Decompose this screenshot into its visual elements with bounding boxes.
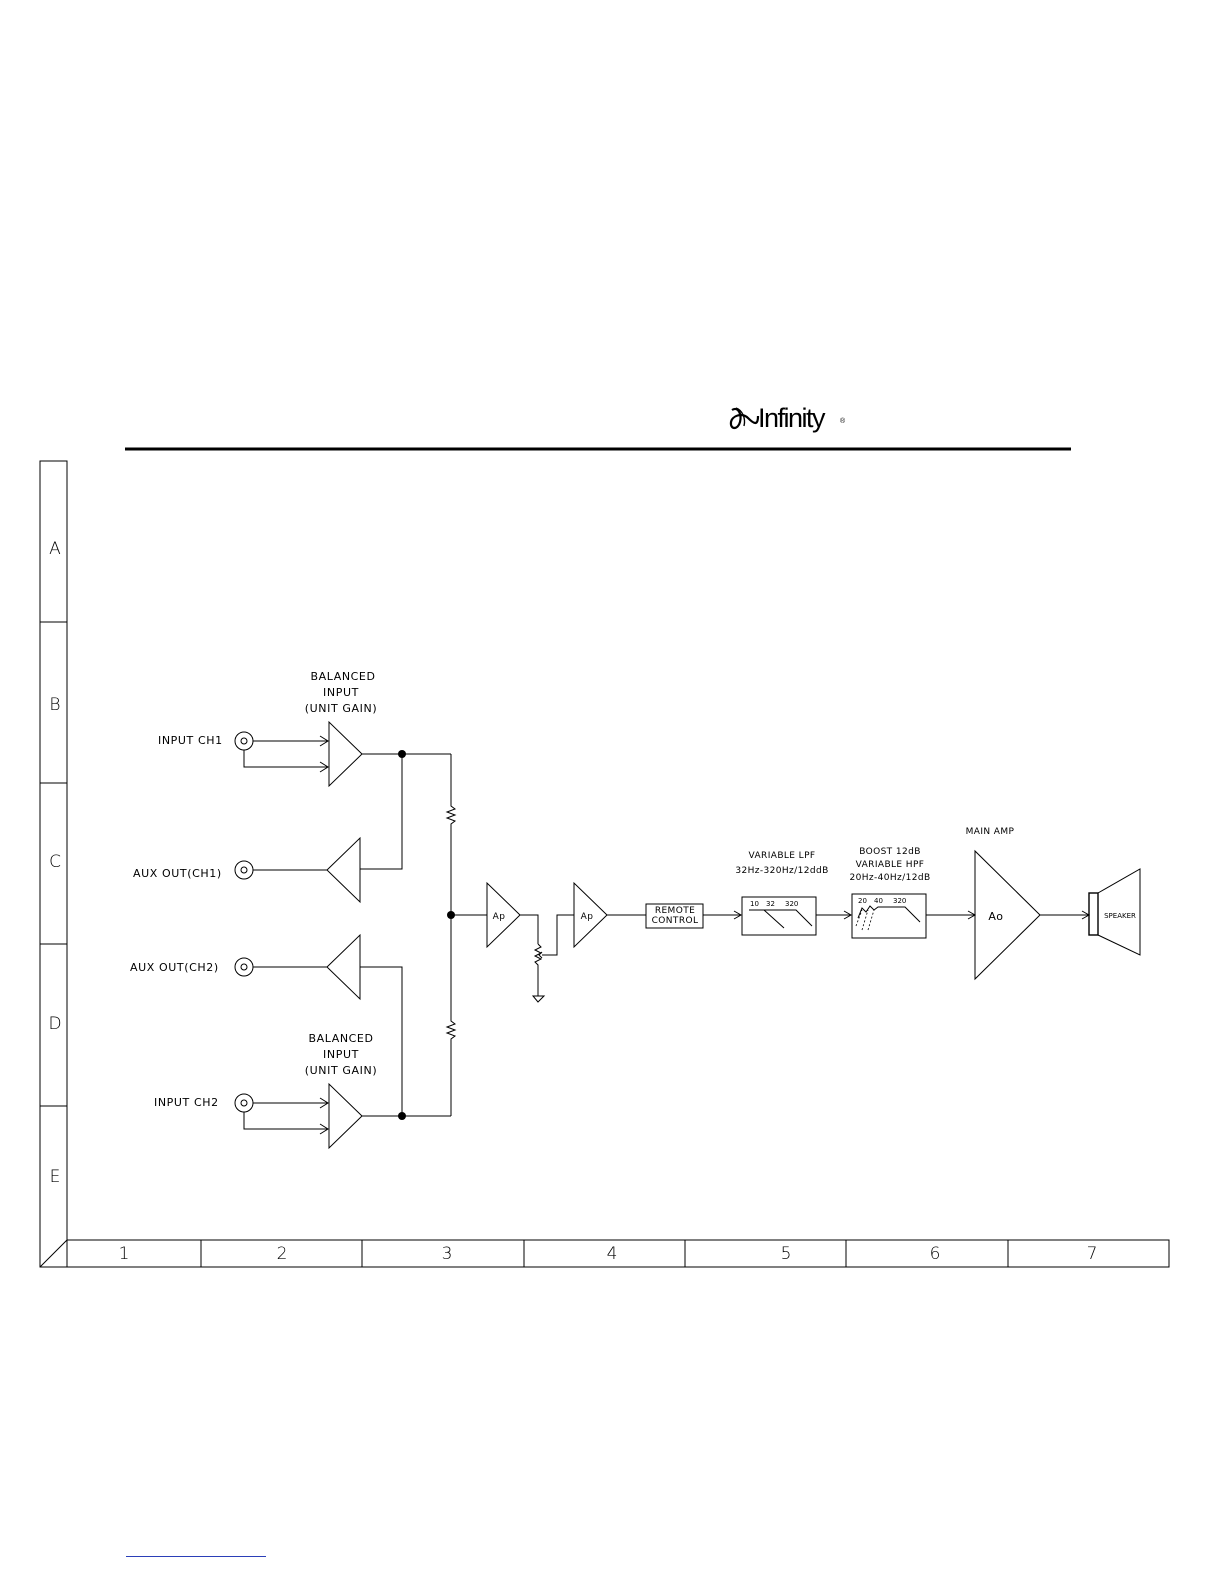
grid-col-3: 3 (442, 1244, 453, 1264)
hpf-tick-320: 320 (893, 897, 906, 905)
arrow-icon (539, 952, 542, 958)
main-amp (975, 851, 1040, 979)
remote-line2: CONTROL (652, 916, 699, 926)
rca-jack-aux1-icon (235, 861, 253, 879)
balanced-top-line3: (UNIT GAIN) (305, 702, 377, 715)
lpf-tick-320: 320 (785, 900, 798, 908)
balanced-bottom-line1: BALANCED (308, 1032, 373, 1045)
grid-row-d: D (48, 1014, 61, 1034)
lpf-tick-32: 32 (766, 900, 775, 908)
ch2-cold-wire (244, 1112, 328, 1129)
grid-col-2: 2 (277, 1244, 288, 1264)
grid-col-4: 4 (607, 1244, 618, 1264)
grid-row-c: C (49, 852, 61, 872)
rca-jack-ch2-icon (235, 1094, 253, 1112)
speaker-label: SPEAKER (1104, 912, 1136, 920)
volume-potentiometer (535, 944, 541, 994)
aux-out-ch1-label: AUX OUT(CH1) (133, 867, 222, 880)
aux2-buffer-amp (327, 935, 360, 999)
balanced-bottom-line3: (UNIT GAIN) (305, 1064, 377, 1077)
hpf-curve (858, 906, 920, 922)
ap2-label: Ap (581, 912, 594, 922)
grid-row-a: A (49, 539, 61, 559)
wiper-wire (549, 915, 574, 955)
hpf-title-line2: VARIABLE HPF (856, 860, 925, 870)
grid-col-6: 6 (930, 1244, 941, 1264)
footer-link-underline[interactable] (126, 1556, 266, 1557)
junction-dot (398, 1112, 406, 1120)
balanced-top-line1: BALANCED (310, 670, 375, 683)
rca-jack-ch1-icon (235, 732, 253, 750)
hpf-title-line3: 20Hz-40Hz/12dB (849, 873, 930, 883)
hpf-tick-40: 40 (874, 897, 883, 905)
pot-wire (520, 915, 538, 944)
rca-jack-aux2-icon (235, 958, 253, 976)
remote-line1: REMOTE (655, 906, 695, 916)
grid-row-b: B (49, 695, 60, 715)
lpf-title-line2: 32Hz-320Hz/12ddB (735, 866, 828, 876)
ground-icon (533, 996, 544, 1002)
aux1-buffer-amp (327, 838, 360, 902)
summing-resistors (447, 754, 455, 1116)
balanced-top-line2: INPUT (323, 686, 359, 699)
balanced-bottom-line2: INPUT (323, 1048, 359, 1061)
main-amp-label: MAIN AMP (966, 827, 1015, 837)
aux1-feed-wire (360, 754, 402, 869)
grid-row-e: E (50, 1167, 61, 1187)
ap1-label: Ap (493, 912, 506, 922)
balanced-amp-ch2 (329, 1084, 362, 1148)
grid-col-5: 5 (781, 1244, 792, 1264)
ao-label: Ao (988, 910, 1003, 923)
hpf-slopes (856, 910, 874, 930)
ch1-cold-wire (244, 750, 328, 767)
input-ch2-label: INPUT CH2 (154, 1096, 219, 1109)
hpf-title-line1: BOOST 12dB (859, 847, 921, 857)
grid-col-1: 1 (119, 1244, 130, 1264)
lpf-title-line1: VARIABLE LPF (749, 851, 816, 861)
lpf-curve-low (749, 910, 784, 928)
aux-out-ch2-label: AUX OUT(CH2) (130, 961, 219, 974)
balanced-amp-ch1 (329, 722, 362, 786)
input-ch1-label: INPUT CH1 (158, 734, 223, 747)
lpf-curve-high (764, 910, 812, 926)
grid-frame (40, 461, 1169, 1267)
grid-col-7: 7 (1087, 1244, 1098, 1264)
lpf-tick-10: 10 (750, 900, 759, 908)
hpf-tick-20: 20 (858, 897, 867, 905)
